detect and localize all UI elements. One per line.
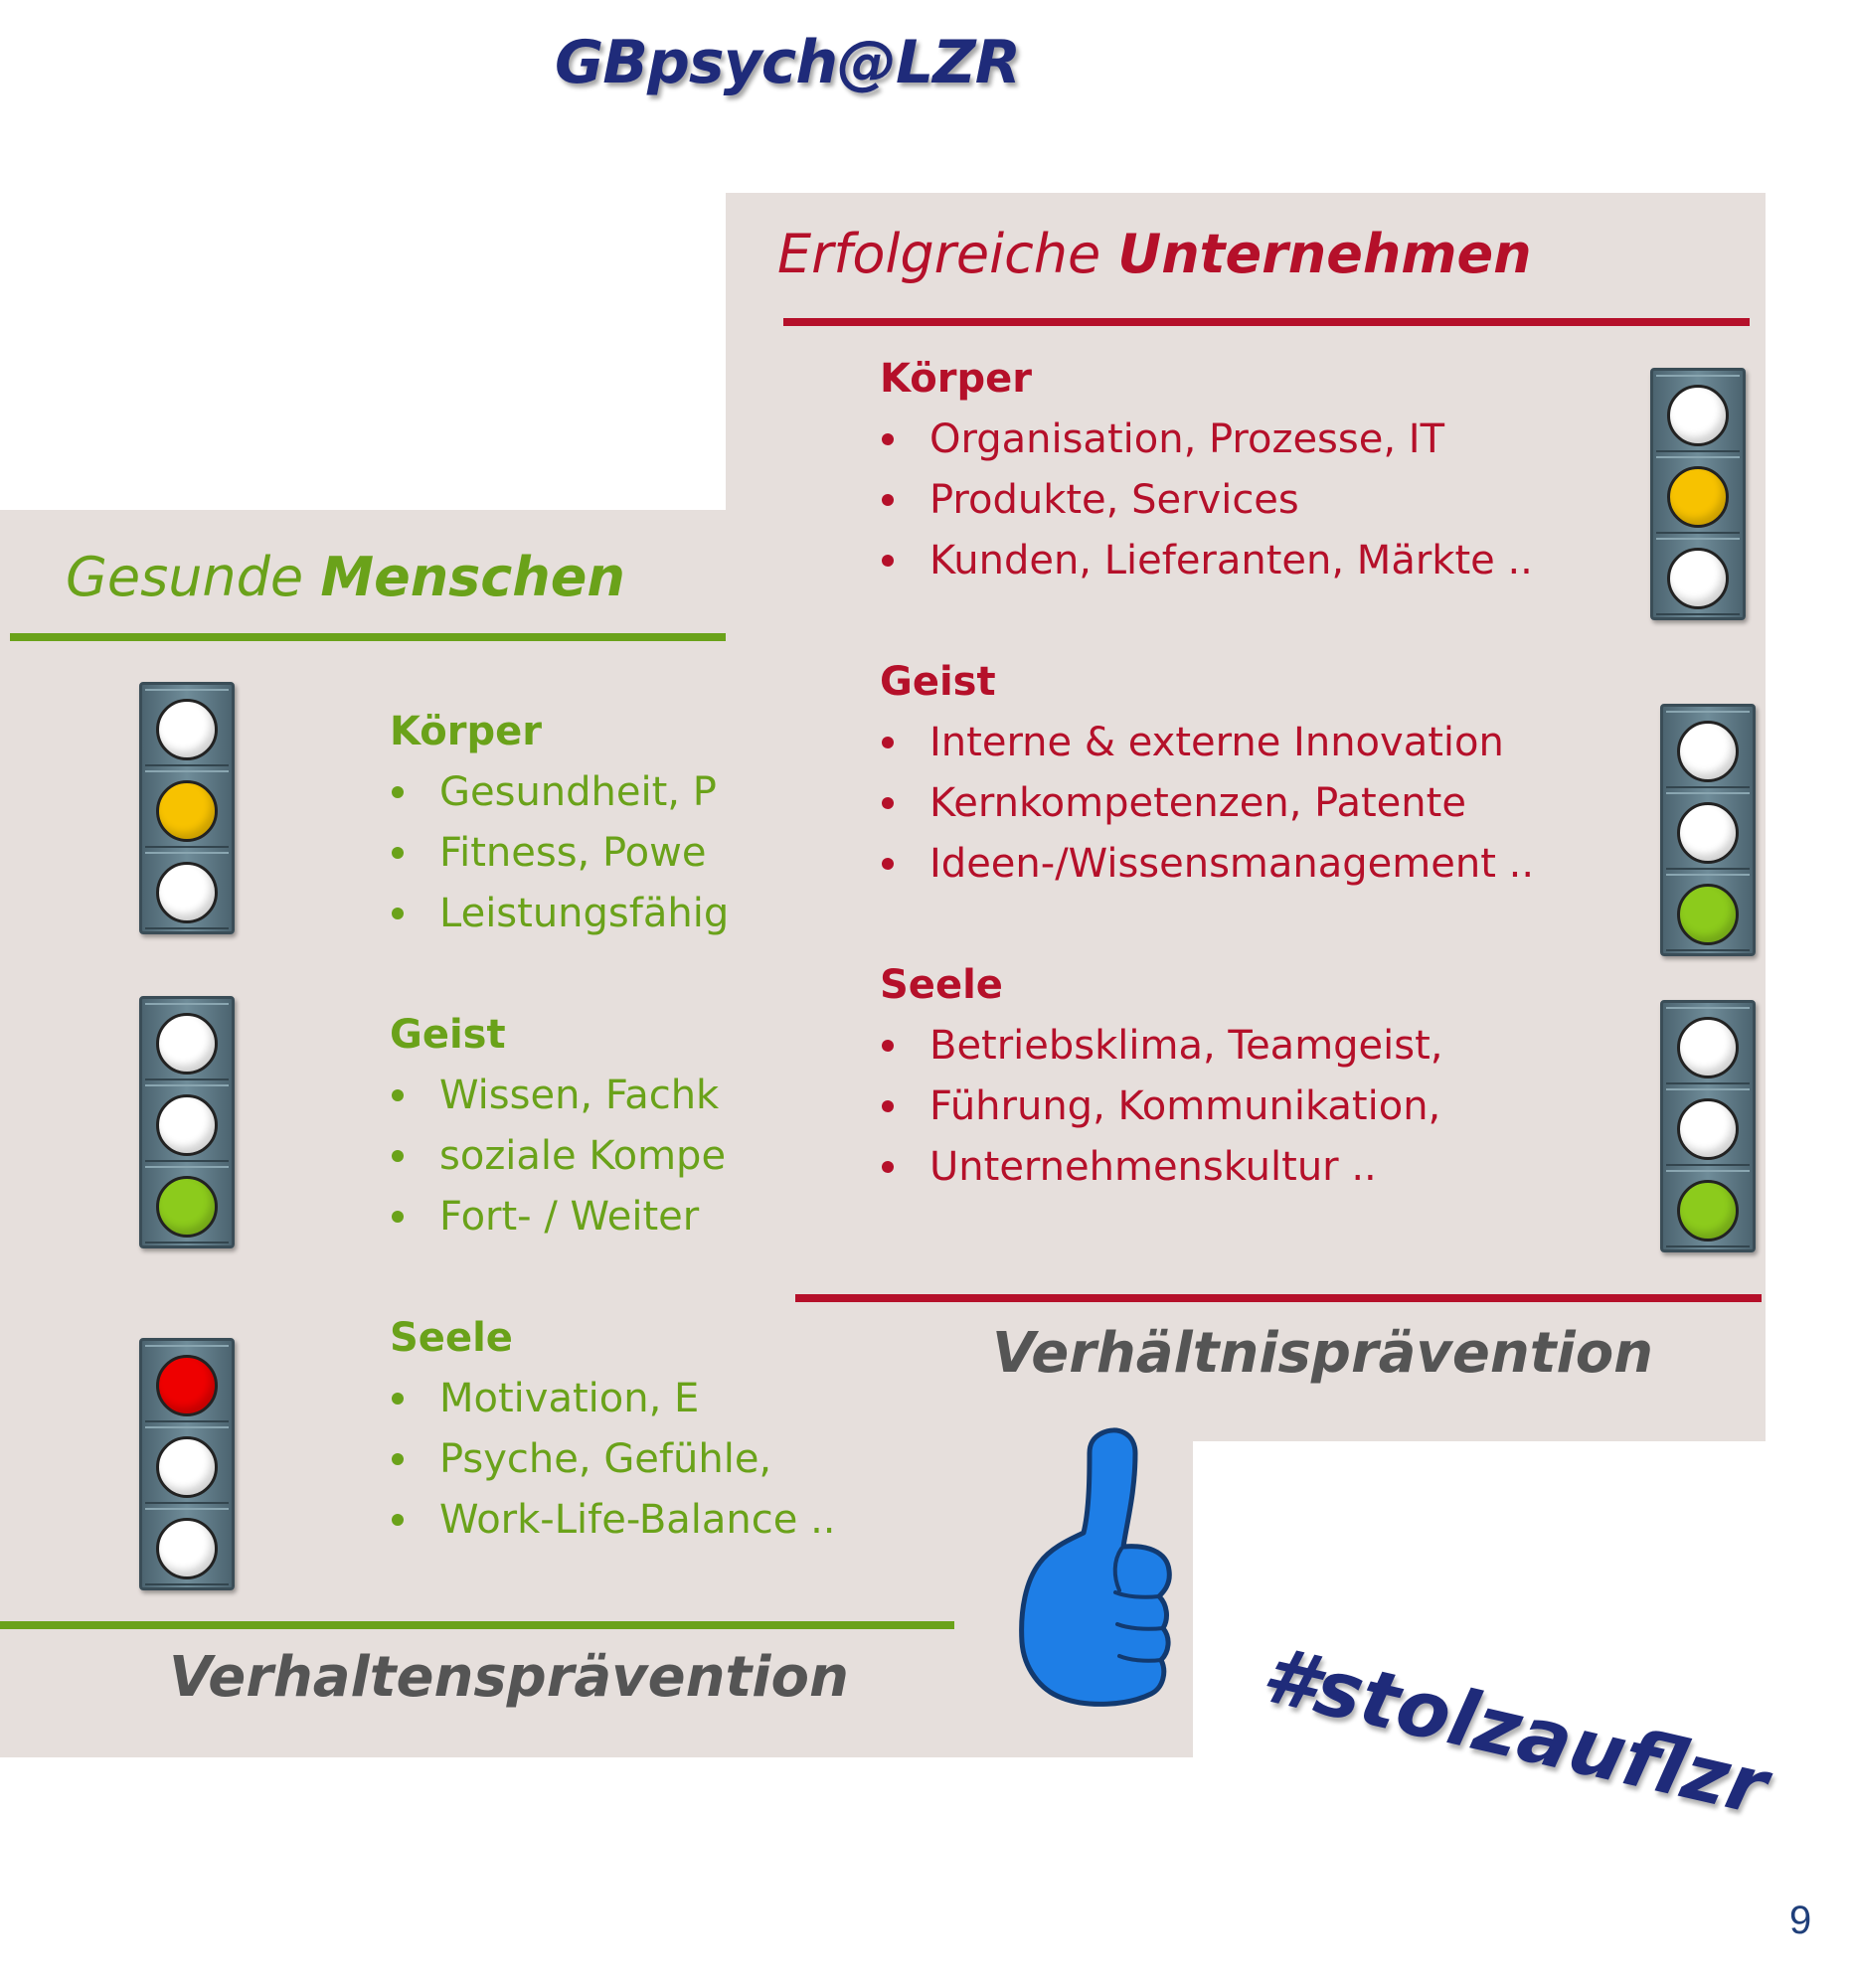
traffic-light-segment — [145, 1084, 229, 1162]
section-mind: Geist Interne & externe Innovation Kernk… — [880, 659, 1534, 895]
lamp-white-icon — [156, 699, 218, 760]
section-soul: Seele Betriebsklima, Teamgeist, Führung,… — [880, 962, 1443, 1198]
page-title: GBpsych@LZR — [555, 28, 1021, 97]
section-heading: Geist — [880, 659, 996, 705]
section-body: Körper Organisation, Prozesse, IT Produk… — [880, 356, 1533, 591]
list-item: Motivation, E — [390, 1369, 836, 1429]
list-item: soziale Kompe — [390, 1126, 726, 1187]
thumbs-up-icon — [1019, 1427, 1172, 1707]
divider-bottom — [0, 1621, 954, 1629]
traffic-light-icon — [139, 1338, 235, 1590]
traffic-light-segment — [1656, 538, 1740, 615]
traffic-light-icon — [1650, 368, 1746, 620]
list-item: Interne & externe Innovation — [880, 713, 1534, 773]
section-heading: Körper — [390, 709, 542, 754]
lamp-white-icon — [156, 862, 218, 923]
list-item: Ideen-/Wissensmanagement .. — [880, 834, 1534, 895]
lamp-green-icon — [1677, 884, 1739, 945]
traffic-light-icon — [139, 682, 235, 934]
list-item: Fitness, Powe — [390, 823, 726, 884]
list-item: Organisation, Prozesse, IT — [880, 410, 1533, 470]
lamp-white-icon — [1677, 721, 1739, 782]
traffic-light-segment — [1666, 1170, 1750, 1247]
left-panel-content: Körper Gesundheit, P Fitness, Powe Leist… — [0, 510, 726, 1757]
list-item: Kunden, Lieferanten, Märkte .. — [880, 531, 1533, 591]
traffic-light-segment — [1666, 792, 1750, 870]
traffic-light-icon — [139, 996, 235, 1248]
panel-title-healthy-people: Gesunde Menschen — [66, 546, 625, 608]
hashtag-label: #stolzauflzr — [1254, 1630, 1775, 1834]
lamp-white-icon — [156, 1518, 218, 1579]
lamp-white-icon — [1677, 1017, 1739, 1078]
traffic-light-segment — [1656, 456, 1740, 534]
traffic-light-segment — [145, 770, 229, 848]
lamp-white-icon — [1677, 1098, 1739, 1160]
traffic-light-segment — [145, 852, 229, 929]
traffic-light-segment — [1666, 1007, 1750, 1084]
lamp-green-icon — [156, 1176, 218, 1238]
list-item: Gesundheit, P — [390, 762, 726, 823]
footer-label: Verhaltensprävention — [169, 1645, 849, 1710]
lamp-yellow-icon — [156, 780, 218, 842]
list-item: Produkte, Services — [880, 470, 1533, 531]
divider-top — [10, 633, 954, 641]
traffic-light-segment — [1666, 711, 1750, 788]
traffic-light-segment — [145, 1345, 229, 1422]
section-body: Körper Gesundheit, P Fitness, Powe Leist… — [390, 709, 726, 944]
traffic-light-icon — [1660, 1000, 1756, 1252]
lamp-red-icon — [156, 1355, 218, 1416]
list-item: Betriebsklima, Teamgeist, — [880, 1016, 1443, 1077]
list-item: Work-Life-Balance .. — [390, 1490, 836, 1551]
traffic-light-segment — [1666, 1088, 1750, 1166]
traffic-light-segment — [145, 1166, 229, 1243]
traffic-light-segment — [145, 1508, 229, 1585]
list-item: Psyche, Gefühle, — [390, 1429, 836, 1490]
section-heading: Seele — [390, 1315, 513, 1361]
lamp-white-icon — [156, 1013, 218, 1075]
traffic-light-segment — [145, 1003, 229, 1080]
traffic-light-segment — [1656, 375, 1740, 452]
list-item: Leistungsfähig — [390, 884, 726, 944]
list-item: Führung, Kommunikation, — [880, 1077, 1443, 1137]
traffic-light-icon — [1660, 704, 1756, 956]
section-heading: Seele — [880, 962, 1003, 1008]
lamp-white-icon — [1677, 802, 1739, 864]
panel-title-light: Gesunde — [66, 546, 304, 608]
traffic-light-segment — [145, 1426, 229, 1504]
panel-title-bold: Unternehmen — [1117, 223, 1532, 285]
lamp-green-icon — [1677, 1180, 1739, 1242]
traffic-light-segment — [145, 689, 229, 766]
page-number: 9 — [1789, 1899, 1812, 1942]
list-item: Fort- / Weiter — [390, 1187, 726, 1247]
panel-title-light: Erfolgreiche — [777, 223, 1101, 285]
lamp-yellow-icon — [1667, 466, 1729, 528]
lamp-white-icon — [1667, 548, 1729, 609]
section-mind: Geist Wissen, Fachk soziale Kompe Fort- … — [390, 1012, 726, 1247]
panel-title-successful-companies: Erfolgreiche Unternehmen — [777, 223, 1532, 285]
section-soul: Seele Motivation, E Psyche, Gefühle, Wor… — [390, 1315, 836, 1551]
traffic-light-segment — [1666, 874, 1750, 951]
panel-title-bold: Menschen — [320, 546, 625, 608]
section-heading: Körper — [880, 356, 1032, 402]
section-heading: Geist — [390, 1012, 506, 1058]
list-item: Unternehmenskultur .. — [880, 1137, 1443, 1198]
list-item: Kernkompetenzen, Patente — [880, 773, 1534, 834]
divider-bottom — [795, 1294, 1762, 1302]
footer-label: Verhältnisprävention — [992, 1321, 1654, 1386]
list-item: Wissen, Fachk — [390, 1066, 726, 1126]
divider-top — [783, 318, 1750, 326]
successful-companies-panel: Erfolgreiche Unternehmen Körper Organisa… — [726, 193, 1766, 1441]
lamp-white-icon — [156, 1094, 218, 1156]
lamp-white-icon — [1667, 385, 1729, 446]
lamp-white-icon — [156, 1436, 218, 1498]
